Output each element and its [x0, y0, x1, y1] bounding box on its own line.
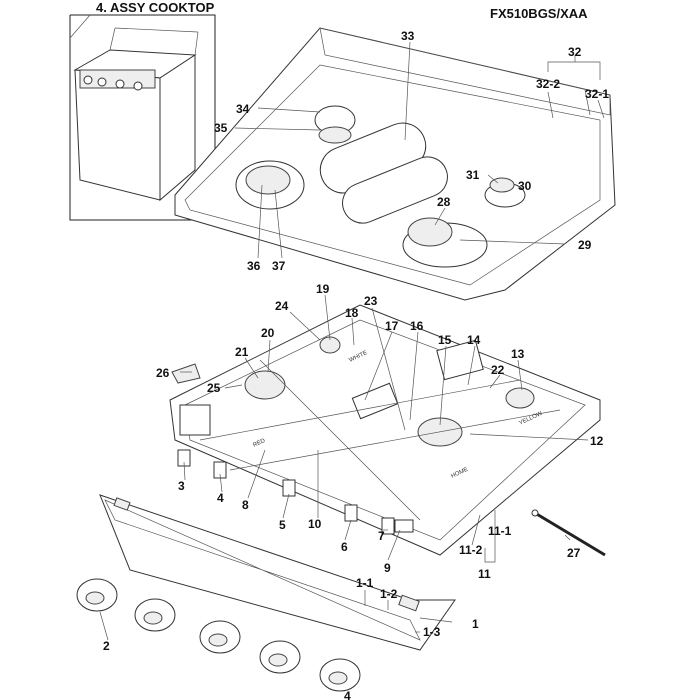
- callout-27: 27: [567, 546, 581, 560]
- callout-20: 20: [261, 326, 275, 340]
- callout-1-3: 1-3: [423, 625, 441, 639]
- callout-19: 19: [316, 282, 330, 296]
- callout-30: 30: [518, 179, 532, 193]
- callout-4: 4: [217, 491, 224, 505]
- callout-23: 23: [364, 294, 378, 308]
- callout-11-2: 11-2: [459, 543, 483, 557]
- callout-21: 21: [235, 345, 249, 359]
- callout-11-1: 11-1: [488, 524, 512, 538]
- callout-18: 18: [345, 306, 359, 320]
- callout-9: 9: [384, 561, 391, 575]
- rod-27: [531, 509, 606, 557]
- callout-11: 11: [478, 567, 491, 581]
- callout-28: 28: [437, 195, 451, 209]
- callout-32-1: 32-1: [585, 87, 609, 101]
- callout-13: 13: [511, 347, 525, 361]
- callout-34: 34: [236, 102, 250, 116]
- callout-22: 22: [491, 363, 505, 377]
- callout-17: 17: [385, 319, 399, 333]
- callout-8: 8: [242, 498, 249, 512]
- callout-12: 12: [590, 434, 604, 448]
- callout-29: 29: [578, 238, 592, 252]
- callout-24: 24: [275, 299, 289, 313]
- cooktop-top-panel: [174, 27, 616, 301]
- leader-lines: [99, 41, 605, 641]
- part-26: [171, 363, 201, 384]
- model-number: FX510BGS/XAA: [490, 6, 588, 21]
- callout-25: 25: [207, 381, 221, 395]
- assembly-title: 4. ASSY COOKTOP: [96, 0, 215, 15]
- callout-7: 7: [378, 529, 385, 543]
- range-inset: [69, 14, 216, 221]
- callout-1-1: 1-1: [356, 576, 374, 590]
- callout-32: 32: [568, 45, 582, 59]
- callout-26: 26: [156, 366, 170, 380]
- callout-3: 3: [178, 479, 185, 493]
- callout-1: 1: [472, 617, 479, 631]
- callout-14: 14: [467, 333, 481, 347]
- callout-2: 2: [103, 639, 110, 653]
- callout-32-2: 32-2: [536, 77, 560, 91]
- callout-5: 5: [279, 518, 286, 532]
- callout-36: 36: [247, 259, 261, 273]
- callout-16: 16: [410, 319, 424, 333]
- callout-37: 37: [272, 259, 286, 273]
- valves: [177, 449, 414, 535]
- callout-labels: 33 32 32-2 32-1 34 35 31 30 28 29 36 37 …: [103, 29, 609, 700]
- callout-35: 35: [214, 121, 228, 135]
- callout-10: 10: [308, 517, 322, 531]
- knobs: [76, 578, 361, 692]
- callout-31: 31: [466, 168, 480, 182]
- callout-33: 33: [401, 29, 415, 43]
- callout-1-2: 1-2: [380, 587, 398, 601]
- callout-4-bottom: 4: [344, 689, 351, 700]
- callout-15: 15: [438, 333, 452, 347]
- burner-box-assembly: [169, 304, 601, 556]
- callout-6: 6: [341, 540, 348, 554]
- control-panel: [99, 494, 456, 651]
- label-red: RED: [252, 438, 267, 449]
